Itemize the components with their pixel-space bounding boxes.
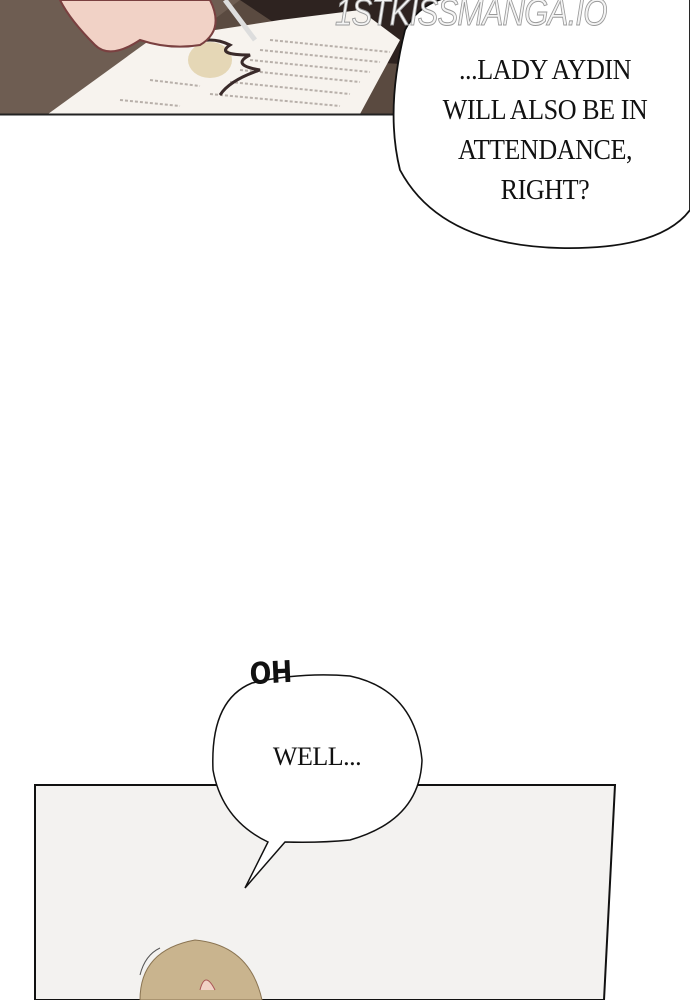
scribble [189,38,261,96]
dialogue-line: ...LADY AYDIN [458,54,632,86]
panel-room-scene [34,784,617,1000]
speech-bubble-2 [212,674,423,889]
speech-bubble-2-text: WELL... [272,742,362,771]
hand [58,0,217,53]
character-hair [139,939,263,1000]
dialogue-line: WILL ALSO BE IN [442,94,648,126]
pen [223,0,257,42]
seal [188,42,232,78]
speech-bubble-1-text: ...LADY AYDIN WILL ALSO BE IN ATTENDANCE… [415,50,676,210]
watermark-text: 1STKISSMANGA.IO [335,0,608,35]
speech-bubble-1 [392,0,690,249]
dialogue-line: RIGHT? [500,174,590,206]
dialogue-line: ATTENDANCE, [457,134,633,166]
sound-effect-oh: OH [248,654,293,693]
